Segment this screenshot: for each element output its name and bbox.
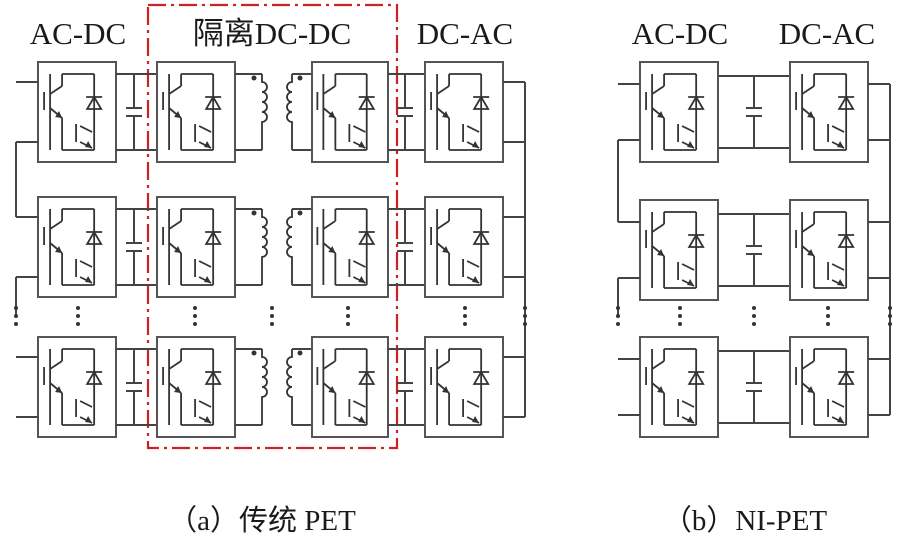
capacitor-icon xyxy=(126,209,142,285)
header-ac-dc-a: AC-DC xyxy=(30,16,126,51)
capacitor-icon xyxy=(746,76,762,148)
dc-dc-secondary-module xyxy=(311,61,389,163)
dc-dc-primary-module xyxy=(156,61,236,163)
converter-row xyxy=(618,336,890,438)
ellipsis-dots-icon xyxy=(826,306,830,326)
igbt-bridge-icon xyxy=(795,348,855,426)
ellipsis-dots-icon xyxy=(346,306,350,326)
ellipsis-dots-icon xyxy=(678,306,682,326)
igbt-bridge-icon xyxy=(316,73,376,151)
caption-traditional-pet: （a）传统 PET xyxy=(168,504,356,537)
header-dc-ac-b: DC-AC xyxy=(779,16,875,51)
igbt-bridge-icon xyxy=(645,211,705,289)
igbt-bridge-icon xyxy=(43,348,103,426)
transformer-icon xyxy=(251,209,303,285)
ac-dc-module xyxy=(639,61,719,163)
ellipsis-dots-icon xyxy=(523,306,527,326)
igbt-bridge-icon xyxy=(43,208,103,286)
ac-dc-module xyxy=(37,196,117,298)
igbt-bridge-icon xyxy=(645,348,705,426)
isolation-boundary xyxy=(146,3,399,450)
dc-ac-module xyxy=(789,61,869,163)
igbt-bridge-icon xyxy=(316,208,376,286)
caption-ni-pet: （b）NI-PET xyxy=(663,505,828,537)
transformer-icon xyxy=(251,349,303,425)
dc-dc-secondary-module xyxy=(311,336,389,438)
igbt-bridge-icon xyxy=(162,208,222,286)
igbt-bridge-icon xyxy=(645,73,705,151)
ellipsis-dots-icon xyxy=(270,306,274,326)
igbt-bridge-icon xyxy=(43,73,103,151)
igbt-bridge-icon xyxy=(430,208,490,286)
capacitor-icon xyxy=(397,74,413,150)
ellipsis-dots-icon xyxy=(14,306,18,326)
igbt-bridge-icon xyxy=(430,348,490,426)
ellipsis-dots-icon xyxy=(752,306,756,326)
ellipsis-dots-icon xyxy=(616,306,620,326)
capacitor-icon xyxy=(126,349,142,425)
dc-ac-module xyxy=(424,196,504,298)
header-isolated-dc-dc-a: 隔离DC-DC xyxy=(193,16,351,51)
ellipsis-dots-icon xyxy=(76,306,80,326)
ac-dc-module xyxy=(639,199,719,301)
igbt-bridge-icon xyxy=(316,348,376,426)
converter-row xyxy=(16,336,525,438)
dc-ac-module xyxy=(424,336,504,438)
ni-pet-circuit xyxy=(616,61,892,438)
capacitor-icon xyxy=(746,214,762,286)
ellipsis-dots-icon xyxy=(888,306,892,326)
header-ac-dc-b: AC-DC xyxy=(632,16,728,51)
igbt-bridge-icon xyxy=(162,73,222,151)
converter-row xyxy=(16,196,525,298)
ac-dc-module xyxy=(639,336,719,438)
capacitor-icon xyxy=(126,74,142,150)
dc-dc-secondary-module xyxy=(311,196,389,298)
ac-dc-module xyxy=(37,336,117,438)
dc-ac-module xyxy=(789,336,869,438)
capacitor-icon xyxy=(746,351,762,423)
dc-ac-module xyxy=(789,199,869,301)
traditional-pet-circuit xyxy=(14,61,527,438)
converter-row xyxy=(618,199,890,301)
igbt-bridge-icon xyxy=(795,73,855,151)
igbt-bridge-icon xyxy=(795,211,855,289)
ellipsis-dots-icon xyxy=(463,306,467,326)
dc-ac-module xyxy=(424,61,504,163)
dc-dc-primary-module xyxy=(156,196,236,298)
converter-row xyxy=(16,61,525,163)
converter-row xyxy=(618,61,890,163)
ellipsis-dots-icon xyxy=(193,306,197,326)
header-dc-ac-a: DC-AC xyxy=(417,16,513,51)
igbt-bridge-icon xyxy=(430,73,490,151)
igbt-bridge-icon xyxy=(162,348,222,426)
ac-dc-module xyxy=(37,61,117,163)
capacitor-icon xyxy=(397,349,413,425)
transformer-icon xyxy=(251,74,303,150)
capacitor-icon xyxy=(397,209,413,285)
dc-dc-primary-module xyxy=(156,336,236,438)
